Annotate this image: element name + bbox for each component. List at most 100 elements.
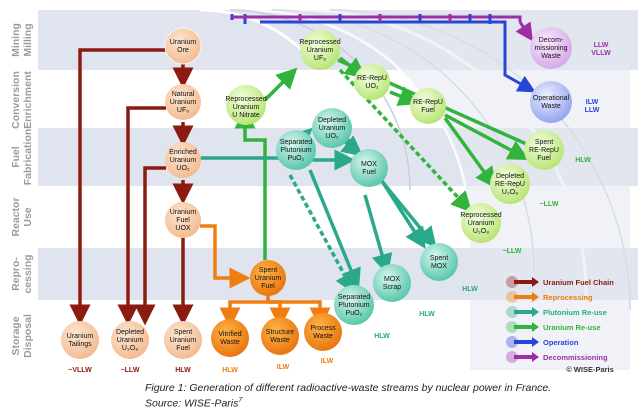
legend-item: Uranium Fuel Chain <box>506 276 614 288</box>
waste-class-label: LLW <box>594 42 609 49</box>
figure-source: Source: WISE-Paris7 <box>145 397 625 410</box>
legend-label: Decommissioning <box>543 353 608 362</box>
legend-arrowhead-icon <box>532 322 539 332</box>
legend-arrowhead-icon <box>532 277 539 287</box>
waste-class-label: HLW <box>462 286 478 293</box>
waste-class-label: ILW <box>586 99 599 106</box>
waste-class-label: ILW <box>277 364 290 371</box>
source-footnote: 7 <box>238 397 243 404</box>
legend-arrowhead-icon <box>532 307 539 317</box>
legend-swatch <box>506 336 518 348</box>
stage-label: FuelFabrication <box>10 129 34 186</box>
legend-item: Decommissioning <box>506 351 608 363</box>
waste-class-label: VLLW <box>591 50 611 57</box>
legend-arrowhead-icon <box>532 337 539 347</box>
legend-arrowhead-icon <box>532 292 539 302</box>
stage-label: MiningMilling <box>10 23 34 57</box>
legend-label: Uranium Re-use <box>543 323 601 332</box>
legend-item: Plutonium Re-use <box>506 306 607 318</box>
legend-swatch <box>506 291 518 303</box>
waste-class-labels: ~VLLW ~LLW HLW HLW ILW ILW HLW HLW HLW ~… <box>68 42 611 374</box>
waste-stream-diagram: MiningMilling ConversionEnrichment FuelF… <box>10 8 638 374</box>
waste-class-label: ~VLLW <box>68 367 92 374</box>
waste-class-label: HLW <box>575 157 591 164</box>
waste-class-label: ~LLW <box>540 201 559 208</box>
waste-class-label: HLW <box>175 367 191 374</box>
legend-item: Operation <box>506 336 579 348</box>
legend-item: Reprocessing <box>506 291 593 303</box>
legend-label: Plutonium Re-use <box>543 308 607 317</box>
legend-swatch <box>506 321 518 333</box>
stage-label: ConversionEnrichment <box>10 71 34 129</box>
waste-class-label: HLW <box>374 333 390 340</box>
legend-label: Uranium Fuel Chain <box>543 278 614 287</box>
reprocessing-arrows <box>200 224 331 329</box>
stage-labels: MiningMilling ConversionEnrichment FuelF… <box>10 23 34 358</box>
waste-class-label: HLW <box>419 311 435 318</box>
waste-class-label: ILW <box>321 358 334 365</box>
stage-label: Repro-cessing <box>10 254 34 293</box>
fuel-chain-arrows <box>69 48 194 326</box>
legend-label: Operation <box>543 338 579 347</box>
source-text: Source: WISE-Paris <box>145 397 239 410</box>
legend: Uranium Fuel ChainReprocessingPlutonium … <box>506 276 614 363</box>
legend-swatch <box>506 351 518 363</box>
waste-class-label: ~LLW <box>121 367 140 374</box>
legend-swatch <box>506 276 518 288</box>
figure-caption: Figure 1: Generation of different radioa… <box>145 382 552 394</box>
waste-class-label: LLW <box>585 107 600 114</box>
legend-swatch <box>506 306 518 318</box>
legend-arrowhead-icon <box>532 352 539 362</box>
legend-item: Uranium Re-use <box>506 321 601 333</box>
credit-text: © WISE-Paris <box>566 365 614 374</box>
